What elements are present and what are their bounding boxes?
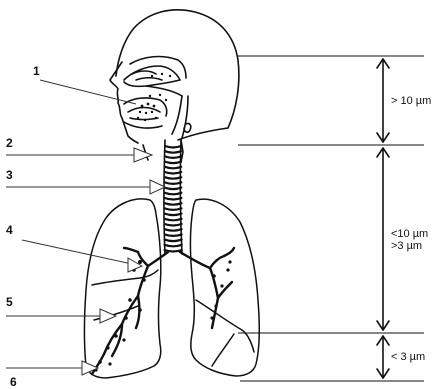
range-lower-label: < 3 µm — [391, 351, 425, 363]
trachea-ring — [165, 240, 182, 242]
trachea-ring — [165, 219, 182, 221]
left-lung-fissure — [196, 300, 254, 352]
trachea-ring — [165, 151, 181, 153]
trachea-ring — [165, 234, 182, 236]
label-4: 4 — [6, 223, 13, 237]
trachea-ring — [165, 156, 181, 158]
trachea-ring — [165, 182, 181, 184]
size-zone-labels: > 10 µm <10 µm >3 µm < 3 µm — [391, 95, 431, 363]
label-5: 5 — [6, 295, 13, 309]
arrowhead-3 — [150, 180, 165, 194]
range-upper-label: > 10 µm — [391, 95, 431, 107]
trachea-ring — [165, 188, 182, 190]
right-lung-fissure — [92, 270, 158, 285]
trachea-ring — [165, 167, 181, 169]
trachea-ring — [165, 208, 182, 210]
trachea-ring — [165, 203, 182, 205]
arrowhead-2 — [134, 148, 152, 162]
left-lung-outline — [191, 199, 260, 376]
pointer-line-4 — [22, 240, 132, 264]
trachea-ring — [165, 214, 182, 216]
pointers — [6, 80, 150, 368]
range-middle-label-line2: >3 µm — [391, 240, 422, 252]
left-lung-lower-fissure — [212, 334, 234, 366]
trachea-ring — [165, 198, 182, 200]
pointer-line-1 — [40, 80, 136, 104]
trachea-ring — [165, 245, 182, 247]
range-middle-label-line1: <10 µm — [391, 228, 428, 240]
trachea-ring — [165, 229, 182, 231]
label-3: 3 — [6, 168, 13, 182]
right-lung-outline — [85, 199, 161, 378]
trachea-ring — [165, 172, 181, 174]
size-zone-arrows — [377, 59, 389, 378]
number-labels: 1 2 3 4 5 6 — [6, 64, 40, 389]
trachea-ring — [165, 162, 181, 164]
arrowhead-5 — [100, 309, 116, 323]
trachea-rings — [165, 146, 182, 252]
label-1: 1 — [33, 64, 40, 78]
label-2: 2 — [6, 136, 13, 150]
trachea-ring — [165, 177, 181, 179]
label-6: 6 — [10, 375, 17, 389]
trachea-ring — [165, 146, 181, 148]
trachea-ring — [165, 224, 182, 226]
head-drawing — [110, 10, 239, 162]
trachea-ring — [165, 193, 182, 195]
